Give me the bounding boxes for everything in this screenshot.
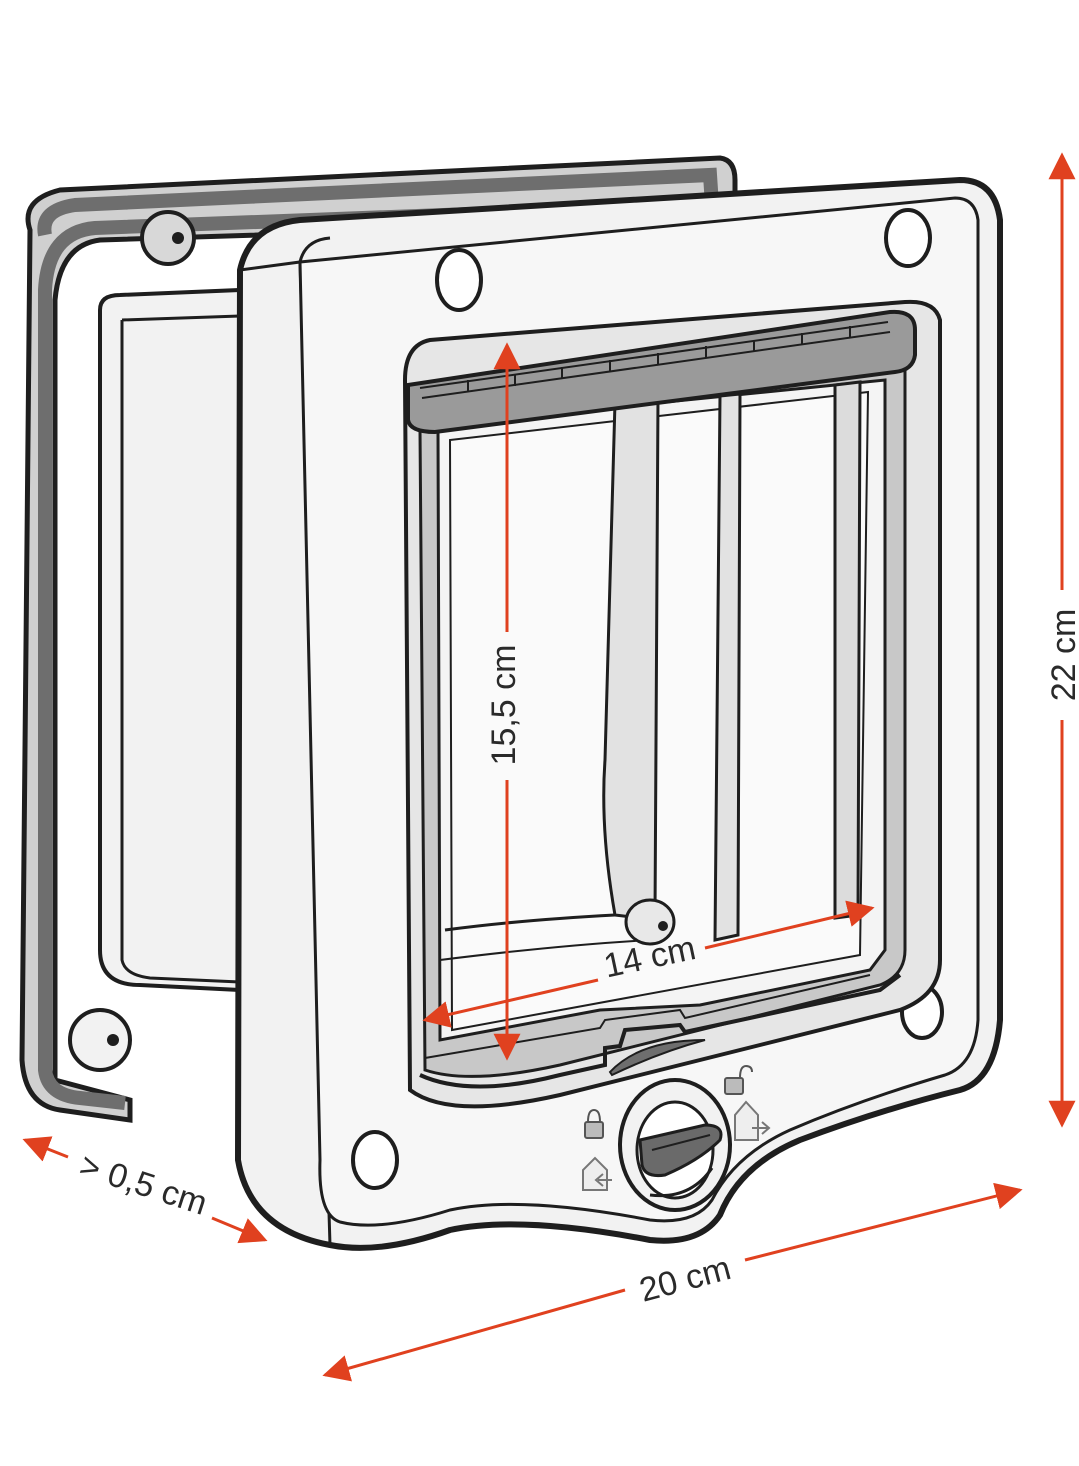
screw-hole-icon (68, 1008, 132, 1072)
dimension-height-total: 22 cm (1045, 152, 1079, 1128)
screw-hole-icon (624, 898, 676, 946)
rear-frame (19, 155, 738, 1123)
rotary-lock-knob-icon (618, 1078, 732, 1212)
screw-hole-icon (435, 248, 483, 312)
depth-label: > 0,5 cm (75, 1146, 212, 1223)
lock-icon (584, 1108, 604, 1139)
entry-arrow-icon (582, 1156, 612, 1191)
dimension-depth: > 0,5 cm (22, 1136, 268, 1244)
screw-hole-icon (140, 210, 196, 266)
screw-hole-icon (351, 1130, 399, 1190)
height-total-label: 22 cm (1045, 609, 1079, 702)
hinge-bar (406, 309, 917, 435)
screw-hole-icon (884, 208, 932, 268)
opening-height-label: 15,5 cm (485, 645, 523, 766)
exit-arrow-icon (734, 1100, 771, 1141)
width-total-label: 20 cm (636, 1249, 735, 1310)
dimension-opening-height: 15,5 cm (485, 342, 523, 1061)
flap-opening (402, 299, 942, 1109)
unlock-icon (724, 1064, 753, 1095)
